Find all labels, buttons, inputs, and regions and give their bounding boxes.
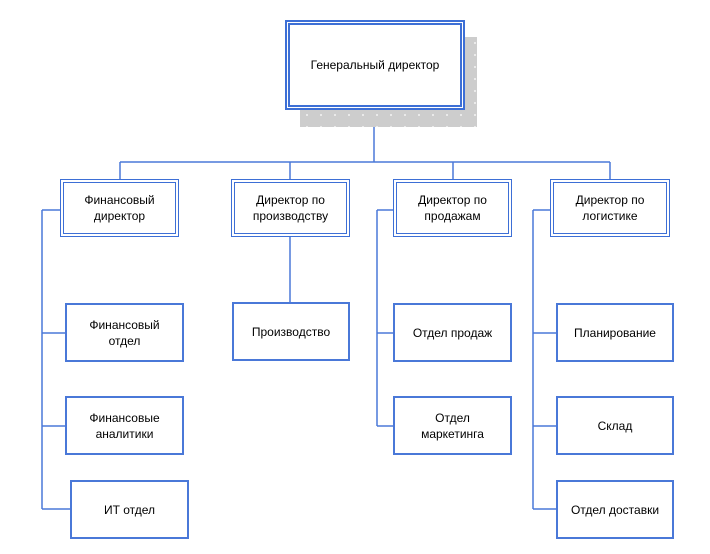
node-label: Отдел продаж [412, 325, 493, 340]
node-planning[interactable]: Планирование [556, 303, 674, 362]
node-label: Директор по производству [252, 193, 329, 223]
node-label: ИТ отдел [103, 502, 156, 517]
node-production[interactable]: Производство [232, 302, 350, 361]
node-sales-director[interactable]: Директор по продажам [393, 179, 512, 237]
node-cfo[interactable]: Финансовый директор [60, 179, 179, 237]
node-label: Директор по логистике [575, 193, 645, 223]
node-sales-dept[interactable]: Отдел продаж [393, 303, 512, 362]
node-label: Планирование [574, 325, 656, 340]
node-fin-analytics[interactable]: Финансовые аналитики [65, 396, 184, 455]
node-fin-dept[interactable]: Финансовый отдел [65, 303, 184, 362]
node-label: Финансовые аналитики [89, 410, 160, 441]
node-label: Генеральный директор [310, 58, 440, 72]
node-label: Директор по продажам [418, 193, 487, 223]
node-delivery-dept[interactable]: Отдел доставки [556, 480, 674, 539]
node-label: Производство [251, 324, 331, 339]
node-warehouse[interactable]: Склад [556, 396, 674, 455]
node-label: Финансовый директор [84, 193, 155, 223]
node-logistics-director[interactable]: Директор по логистике [550, 179, 670, 237]
node-ceo[interactable]: Генеральный директор [285, 20, 465, 110]
node-label: Склад [597, 418, 633, 433]
node-label: Отдел маркетинга [421, 410, 484, 441]
node-production-director[interactable]: Директор по производству [231, 179, 350, 237]
node-label: Финансовый отдел [89, 317, 160, 348]
node-marketing-dept[interactable]: Отдел маркетинга [393, 396, 512, 455]
node-label: Отдел доставки [570, 502, 660, 517]
node-it-dept[interactable]: ИТ отдел [70, 480, 189, 539]
